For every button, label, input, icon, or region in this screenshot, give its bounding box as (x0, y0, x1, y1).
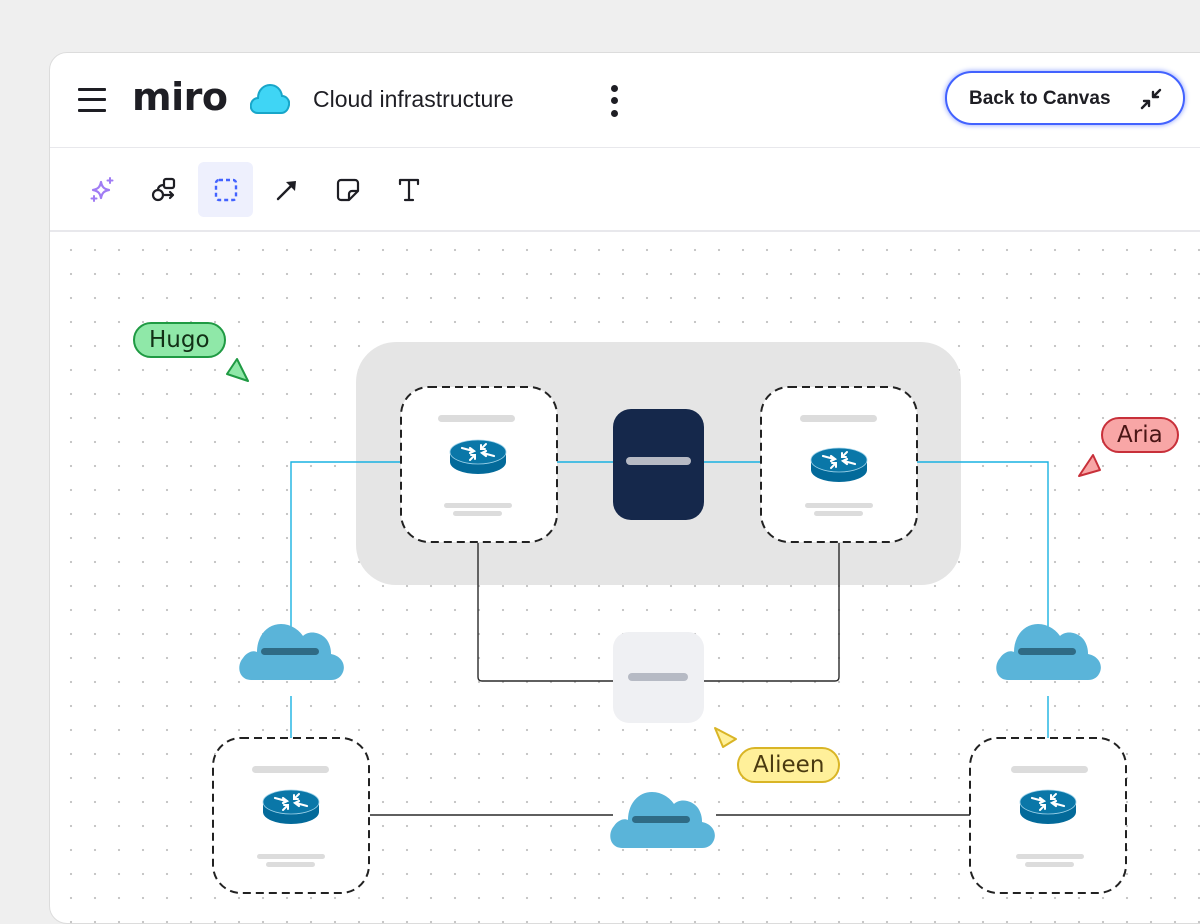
tool-arrow[interactable] (259, 162, 314, 217)
router-top-left (400, 386, 558, 543)
router-top-right (760, 386, 918, 543)
tool-shapes[interactable] (136, 162, 191, 217)
collaborator-label-aria: Aria (1101, 417, 1179, 453)
arrow-icon (276, 180, 296, 200)
top-bar: miro Cloud infrastructure Back to Canvas (50, 53, 1200, 148)
text-icon (398, 178, 419, 201)
router-bottom-right (969, 737, 1127, 894)
vertical-dots-icon[interactable] (606, 83, 622, 119)
diagram (212, 342, 1127, 894)
shapes-connector-icon (151, 177, 175, 201)
dashed-frame-icon (214, 178, 237, 201)
connector-routers-to-light-server (477, 543, 840, 682)
collaborator-label-alieen: Alieen (737, 747, 841, 783)
board-window: miro Cloud infrastructure Back to Canvas (49, 52, 1200, 924)
cursor-hugo-icon (226, 358, 249, 382)
back-to-canvas-label: Back to Canvas (969, 88, 1111, 109)
collapse-arrows-icon (1140, 88, 1162, 110)
board-title[interactable]: Cloud infrastructure (313, 86, 514, 112)
toolbar (50, 148, 1200, 232)
server-dark-center (613, 409, 704, 520)
connector-cloud-left-to-router (290, 461, 401, 663)
cloud-right (996, 624, 1101, 680)
connector-router-right-to-cloud (917, 461, 1049, 663)
server-light-center (613, 632, 704, 723)
cloud-left (239, 624, 344, 680)
tool-sticky-note[interactable] (320, 162, 375, 217)
cloud-bottom-center (610, 792, 715, 848)
sticky-note-icon (336, 178, 359, 201)
cursor-aria-icon (1078, 454, 1101, 477)
tool-text[interactable] (381, 162, 436, 217)
router-bottom-left (212, 737, 370, 894)
miro-logo[interactable]: miro (132, 75, 228, 119)
cursor-alieen-icon (714, 727, 737, 748)
tool-frame-select[interactable] (198, 162, 253, 217)
board-canvas[interactable]: Hugo Aria Alieen (50, 231, 1200, 923)
cloud-icon (250, 83, 290, 114)
tool-ai-sparkle[interactable] (75, 162, 130, 217)
sparkle-icon (90, 176, 113, 202)
hamburger-menu-icon[interactable] (78, 86, 106, 114)
back-to-canvas-button[interactable]: Back to Canvas (945, 71, 1185, 125)
collaborator-label-hugo: Hugo (133, 322, 226, 358)
